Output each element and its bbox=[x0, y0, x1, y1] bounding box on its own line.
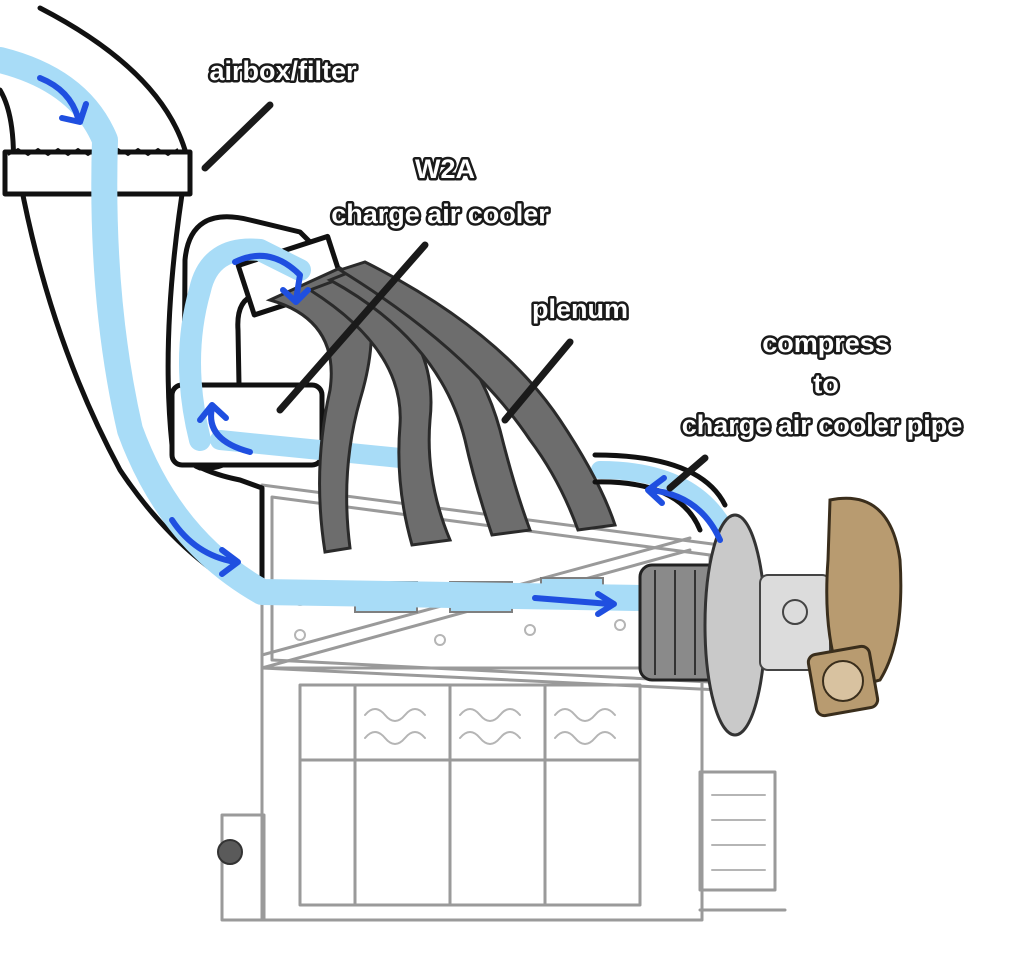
leader-w2a bbox=[276, 241, 429, 414]
arrow-cac-return bbox=[197, 402, 253, 455]
engine-block bbox=[217, 483, 787, 922]
label-plenum: plenum bbox=[532, 294, 628, 324]
label-compress-line1: compress bbox=[762, 328, 890, 358]
label-compress-line2: to bbox=[813, 369, 838, 399]
label-w2a-line1: W2A bbox=[415, 154, 475, 184]
leader-plenum bbox=[501, 338, 574, 424]
label-compress-line3: charge air cooler pipe bbox=[682, 410, 963, 440]
arrow-duct-down bbox=[169, 517, 241, 577]
arrow-port bbox=[532, 591, 617, 617]
leader-compress bbox=[666, 454, 709, 492]
labels: airbox/filter W2A charge air cooler plen… bbox=[207, 54, 965, 443]
arrow-airbox-inlet bbox=[37, 75, 89, 125]
label-airbox: airbox/filter bbox=[209, 56, 357, 86]
flow-arrows bbox=[37, 75, 723, 617]
label-w2a-line2: charge air cooler bbox=[331, 199, 549, 229]
turbocharger bbox=[638, 496, 903, 737]
leader-lines bbox=[201, 101, 709, 492]
leader-airbox bbox=[201, 101, 274, 172]
arrow-cac-top bbox=[232, 252, 311, 305]
arrow-compressor-out bbox=[645, 475, 723, 543]
